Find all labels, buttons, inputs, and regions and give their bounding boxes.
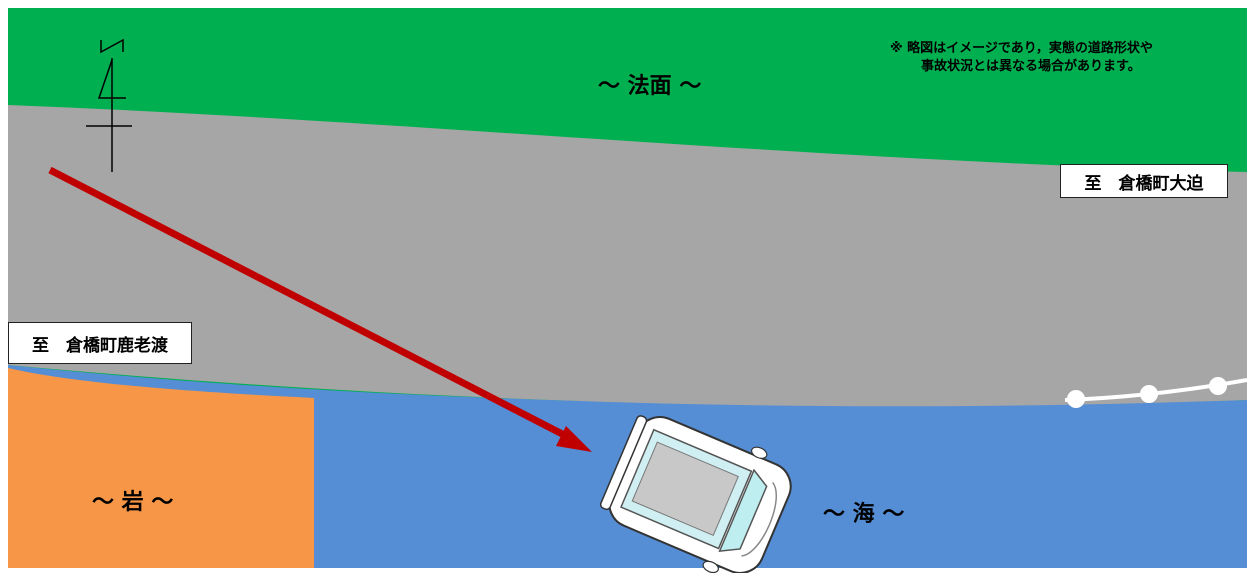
slope-label: ～ 法面 ～ [598, 74, 702, 99]
guardrail [1064, 377, 1248, 408]
disclaimer-line-2: 事故状況とは異なる場合があります。 [921, 59, 1141, 74]
rock-label: ～ 岩 ～ [92, 490, 174, 515]
disclaimer-note: ※ 略図はイメージであり，実態の道路形状や 事故状況とは異なる場合があります。 [890, 40, 1230, 76]
destination-west-label: 至 倉橋町鹿老渡 [8, 322, 192, 364]
rock-area [8, 368, 314, 568]
sea-label: ～ 海 ～ [823, 502, 905, 527]
arrow-icon [48, 166, 592, 452]
destination-east-label: 至 倉橋町大迫 [1060, 164, 1228, 198]
disclaimer-line-1: ※ 略図はイメージであり，実態の道路形状や [890, 41, 1153, 56]
car-icon [599, 415, 792, 573]
north-compass-icon [86, 38, 132, 172]
road-area [8, 105, 1247, 407]
